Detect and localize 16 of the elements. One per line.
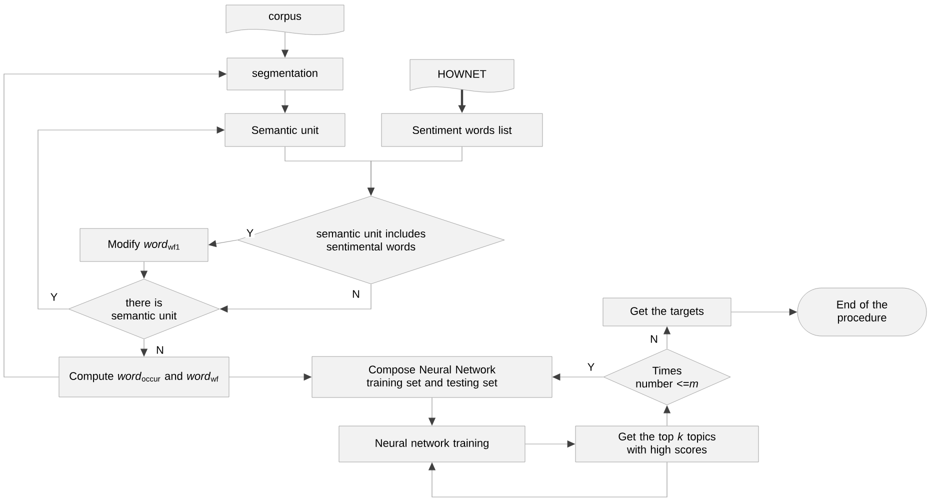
edge-label: N: [351, 289, 361, 299]
edge-label: Y: [245, 228, 255, 238]
process-box: Compose Neural Network training set and testing set: [312, 356, 552, 398]
process-box: Sentiment words list: [381, 113, 543, 147]
arrow: [428, 462, 668, 498]
process-box: segmentation: [226, 58, 344, 90]
process-box: Get the targets: [602, 298, 732, 326]
process-box: Compute word$_{occur}$ and word$_{wf}$: [58, 356, 230, 398]
edge-label: N: [649, 334, 659, 344]
edge-label: Y: [49, 292, 59, 302]
edge-label: N: [155, 345, 165, 355]
process-box: Modify word$_{wf1}$: [80, 228, 208, 262]
process-box: Neural network training: [338, 426, 526, 462]
process-box: Get the top k topics with high scores: [575, 426, 759, 462]
process-box: Semantic unit: [224, 113, 346, 147]
edge-label: Y: [586, 362, 596, 372]
